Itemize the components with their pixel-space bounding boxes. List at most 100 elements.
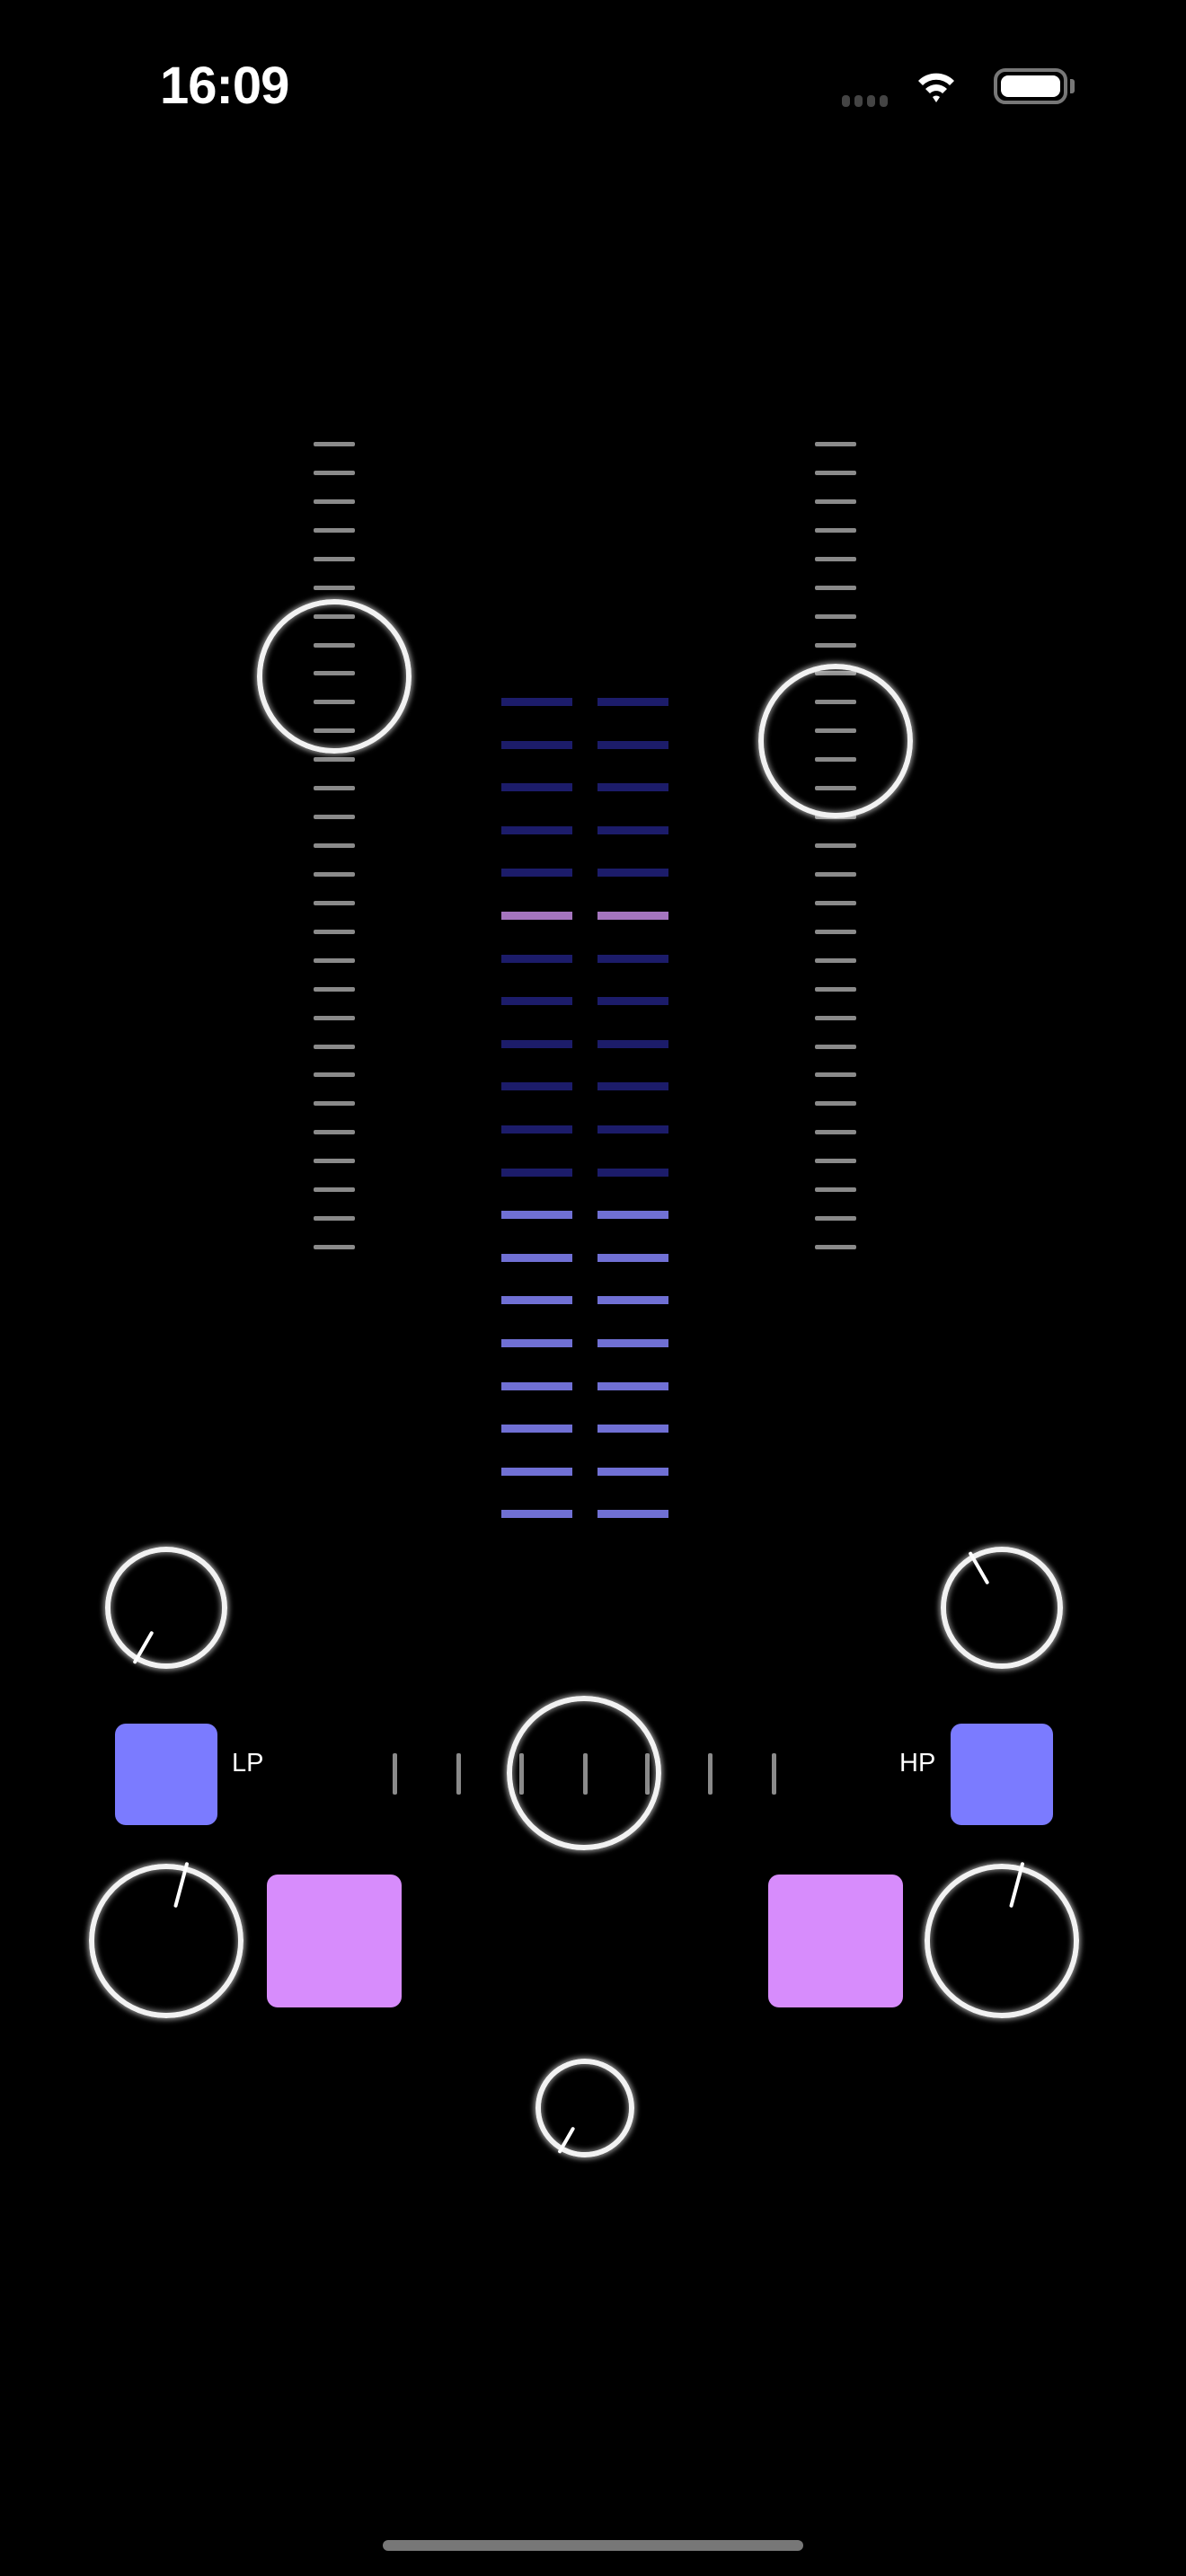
meter-segment-right xyxy=(597,1339,668,1347)
crossfader-tick xyxy=(708,1753,712,1795)
knob-bottom-right[interactable] xyxy=(925,1862,1079,2018)
crossfader-thumb[interactable] xyxy=(507,1696,661,1850)
fader-tick xyxy=(314,929,355,934)
fader-tick xyxy=(314,470,355,475)
fader-tick xyxy=(314,1015,355,1020)
fader-tick xyxy=(314,900,355,905)
lp-label: LP xyxy=(232,1749,264,1778)
meter-segment-left xyxy=(501,698,572,706)
fader-tick xyxy=(815,1101,856,1107)
meter-segment-left xyxy=(501,997,572,1006)
fader-thumb[interactable] xyxy=(257,599,412,754)
meter-segment-right xyxy=(597,997,668,1006)
fader-tick xyxy=(314,871,355,877)
fader-tick xyxy=(314,957,355,963)
fader-tick xyxy=(314,1159,355,1164)
meter-segment-right xyxy=(597,1467,668,1476)
meter-segment-right xyxy=(597,1168,668,1177)
fader-tick xyxy=(815,498,856,504)
battery-icon xyxy=(994,68,1067,104)
meter-segment-right xyxy=(597,1211,668,1220)
fader-tick xyxy=(815,1245,856,1249)
meter-segment-left xyxy=(501,954,572,963)
meter-segment-left xyxy=(501,1211,572,1220)
fader-tick xyxy=(314,1216,355,1222)
meter-segment-left xyxy=(501,869,572,878)
meter-segment-right xyxy=(597,825,668,834)
status-time: 16:09 xyxy=(160,57,289,115)
fader-tick xyxy=(815,929,856,934)
fader-tick xyxy=(815,470,856,475)
meter-segment-right xyxy=(597,1082,668,1091)
meter-segment-left xyxy=(501,1168,572,1177)
fader-tick xyxy=(314,1072,355,1078)
knob-top-left[interactable] xyxy=(105,1547,227,1669)
meter-segment-left xyxy=(501,1039,572,1048)
hp-label: HP xyxy=(899,1749,936,1778)
meter-segment-right xyxy=(597,869,668,878)
fader-tick xyxy=(815,642,856,648)
lp-filter-button[interactable] xyxy=(115,1724,217,1825)
knob-pointer xyxy=(968,1551,990,1585)
meter-segment-right xyxy=(597,1125,668,1134)
fader-tick xyxy=(815,1159,856,1164)
fader-tick xyxy=(314,556,355,561)
fader-tick xyxy=(314,815,355,820)
fader-tick xyxy=(314,585,355,590)
pad-left[interactable] xyxy=(267,1875,402,2007)
fader-thumb[interactable] xyxy=(758,663,913,818)
meter-segment-right xyxy=(597,1510,668,1519)
fader-tick xyxy=(815,585,856,590)
fader-tick xyxy=(815,957,856,963)
fader-tick xyxy=(314,843,355,848)
fader-tick xyxy=(314,442,355,446)
meter-segment-right xyxy=(597,1039,668,1048)
fader-tick xyxy=(815,1187,856,1193)
meter-segment-left xyxy=(501,1082,572,1091)
knob-top-right[interactable] xyxy=(941,1547,1063,1669)
meter-segment-right xyxy=(597,783,668,792)
fader-tick xyxy=(815,1072,856,1078)
meter-segment-right xyxy=(597,1381,668,1390)
fader-tick xyxy=(314,786,355,791)
crossfader-tick xyxy=(393,1753,397,1795)
fader-tick xyxy=(314,527,355,533)
meter-segment-right xyxy=(597,1296,668,1305)
battery-nub xyxy=(1070,79,1075,93)
meter-segment-left xyxy=(501,825,572,834)
meter-segment-right xyxy=(597,954,668,963)
meter-segment-left xyxy=(501,1425,572,1434)
meter-segment-right xyxy=(597,740,668,749)
fader-tick xyxy=(815,527,856,533)
fader-tick xyxy=(314,1245,355,1249)
fader-tick xyxy=(815,871,856,877)
home-indicator[interactable] xyxy=(383,2540,803,2551)
fader-tick xyxy=(314,1187,355,1193)
pad-right[interactable] xyxy=(768,1875,903,2007)
fader-tick xyxy=(314,1044,355,1049)
meter-segment-right xyxy=(597,1253,668,1262)
meter-segment-left xyxy=(501,1381,572,1390)
fader-tick xyxy=(815,613,856,619)
fader-tick xyxy=(314,1130,355,1135)
fader-tick xyxy=(314,757,355,763)
meter-segment-left xyxy=(501,740,572,749)
knob-pointer xyxy=(173,1862,190,1909)
meter-segment-left xyxy=(501,783,572,792)
knob-pointer xyxy=(1009,1862,1025,1909)
meter-segment-left xyxy=(501,1339,572,1347)
hp-filter-button[interactable] xyxy=(951,1724,1053,1825)
fader-tick xyxy=(815,843,856,848)
meter-segment-left xyxy=(501,1510,572,1519)
fader-tick xyxy=(815,556,856,561)
fader-tick xyxy=(815,1015,856,1020)
meter-segment-right xyxy=(597,698,668,706)
meter-segment-left xyxy=(501,1296,572,1305)
meter-segment-left xyxy=(501,1125,572,1134)
fader-tick xyxy=(314,498,355,504)
meter-segment-right xyxy=(597,1425,668,1434)
knob-bottom-center[interactable] xyxy=(535,2059,634,2157)
fader-tick xyxy=(815,442,856,446)
knob-pointer xyxy=(557,2126,576,2155)
knob-bottom-left[interactable] xyxy=(89,1862,243,2018)
